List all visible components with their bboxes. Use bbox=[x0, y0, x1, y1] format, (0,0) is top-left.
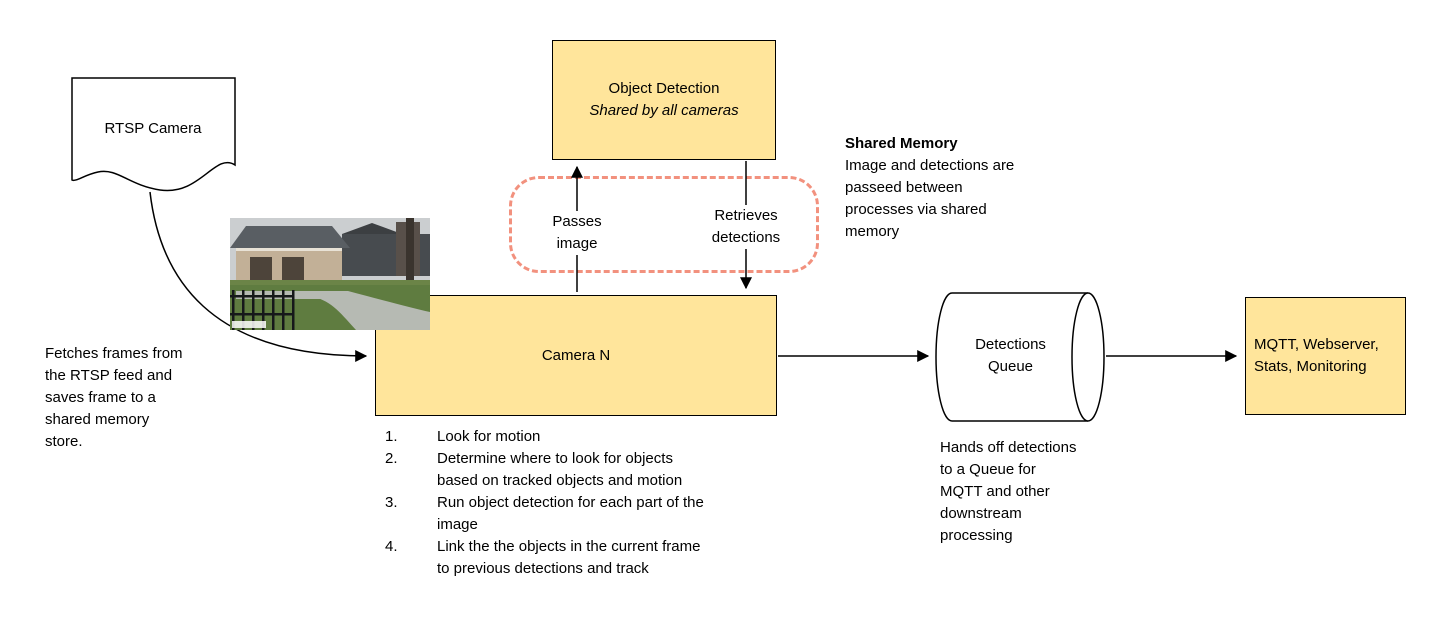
camera-n-step: Run object detection for each part of th… bbox=[385, 492, 704, 533]
object-detection-node: Object Detection Shared by all cameras bbox=[552, 40, 776, 160]
detections-queue-cylinder-cap bbox=[1071, 292, 1105, 422]
camera-n-label: Camera N bbox=[541, 346, 611, 364]
camera-n-steps-list: Look for motion Determine where to look … bbox=[383, 426, 735, 580]
passes-image-label: Passes image bbox=[542, 211, 612, 255]
mqtt-webserver-node: MQTT, Webserver, Stats, Monitoring bbox=[1245, 297, 1406, 415]
shared-memory-note-body: Image and detections are passeed between… bbox=[845, 157, 1015, 240]
fetch-note-text: Fetches frames from the RTSP feed and sa… bbox=[45, 345, 183, 450]
camera-n-step: Look for motion bbox=[385, 426, 541, 448]
camera-snapshot-art bbox=[230, 218, 430, 330]
camera-n-step: Link the the objects in the current fram… bbox=[385, 536, 701, 577]
camera-n-node: Camera N bbox=[375, 295, 777, 416]
shared-memory-note-title: Shared Memory bbox=[845, 135, 958, 152]
camera-n-step: Determine where to look for objects base… bbox=[385, 448, 683, 489]
rtsp-camera-label: RTSP Camera bbox=[104, 120, 202, 137]
retrieves-detections-label: Retrieves detections bbox=[704, 205, 788, 249]
object-detection-subtitle: Shared by all cameras bbox=[589, 102, 739, 119]
camera-snapshot-image bbox=[230, 218, 430, 330]
shared-memory-dashed-region bbox=[509, 176, 819, 273]
detections-queue-note: Hands off detections to a Queue for MQTT… bbox=[940, 439, 1077, 544]
shared-memory-note: Shared Memory Image and detections are p… bbox=[845, 133, 1050, 243]
object-detection-title: Object Detection bbox=[608, 80, 720, 97]
detections-queue-label: Detections Queue bbox=[975, 336, 1046, 375]
